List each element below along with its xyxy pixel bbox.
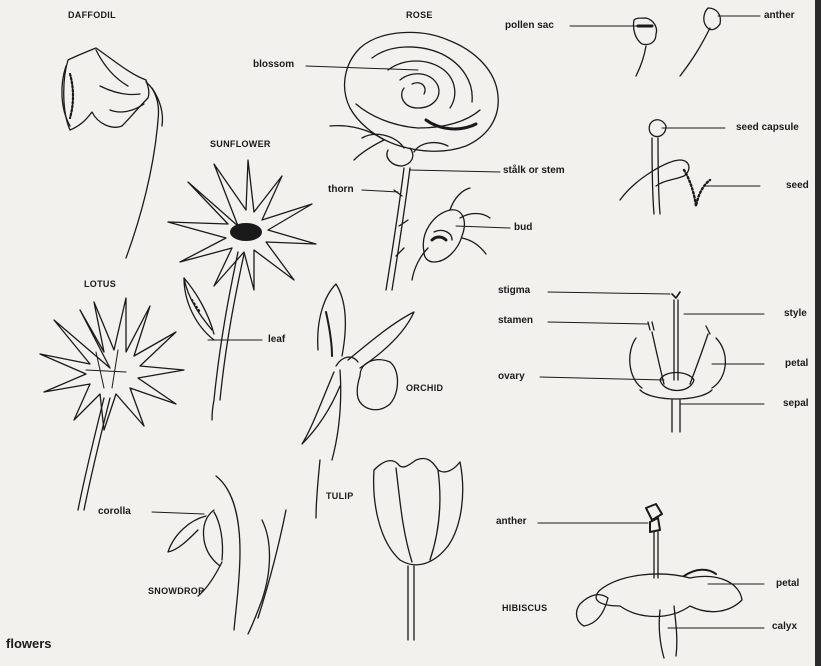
seed-capsule-label: seed capsule <box>736 123 799 133</box>
stamen-label: stamen <box>498 316 533 326</box>
stigma-label: stigma <box>498 286 530 296</box>
calyx-label: calyx <box>772 622 797 632</box>
pollen-sac-drawing <box>633 8 720 76</box>
blossom-label: blossom <box>253 60 294 70</box>
petal-bottom-label: petal <box>776 579 799 589</box>
sunflower-caption: SUNFLOWER <box>210 140 271 149</box>
sunflower-drawing <box>168 160 316 420</box>
stalk-label: stålk or stem <box>503 166 565 176</box>
anther-top-label: anther <box>764 11 795 21</box>
rose-bud-drawing <box>412 188 490 280</box>
tulip-caption: TULIP <box>326 492 354 501</box>
hibiscus-caption: HIBISCUS <box>502 604 547 613</box>
orchid-caption: ORCHID <box>406 384 443 393</box>
hibiscus-drawing <box>577 504 742 658</box>
tulip-drawing <box>374 458 463 640</box>
plate-title: flowers <box>6 637 52 650</box>
seed-capsule-drawing <box>620 120 710 214</box>
daffodil-caption: DAFFODIL <box>68 11 116 20</box>
daffodil-drawing <box>62 48 163 258</box>
style-label: style <box>784 309 807 319</box>
snowdrop-caption: SNOWDROP <box>148 587 204 596</box>
bud-label: bud <box>514 223 532 233</box>
thorn-label: thorn <box>328 185 354 195</box>
corolla-label: corolla <box>98 507 131 517</box>
lotus-caption: LOTUS <box>84 280 116 289</box>
lotus-drawing <box>40 298 184 510</box>
leader-lines <box>152 16 764 628</box>
ovary-label: ovary <box>498 372 525 382</box>
cross-section-drawing <box>630 292 726 432</box>
rose-drawing <box>330 32 498 290</box>
petal-mid-label: petal <box>785 359 808 369</box>
sepal-label: sepal <box>783 399 809 409</box>
snowdrop-drawing <box>168 476 286 634</box>
anther-bottom-label: anther <box>496 517 527 527</box>
leaf-label: leaf <box>268 335 285 345</box>
pollen-sac-label: pollen sac <box>505 21 554 31</box>
rose-caption: ROSE <box>406 11 433 20</box>
page-edge-shadow <box>815 0 821 666</box>
seed-label: seed <box>786 181 809 191</box>
